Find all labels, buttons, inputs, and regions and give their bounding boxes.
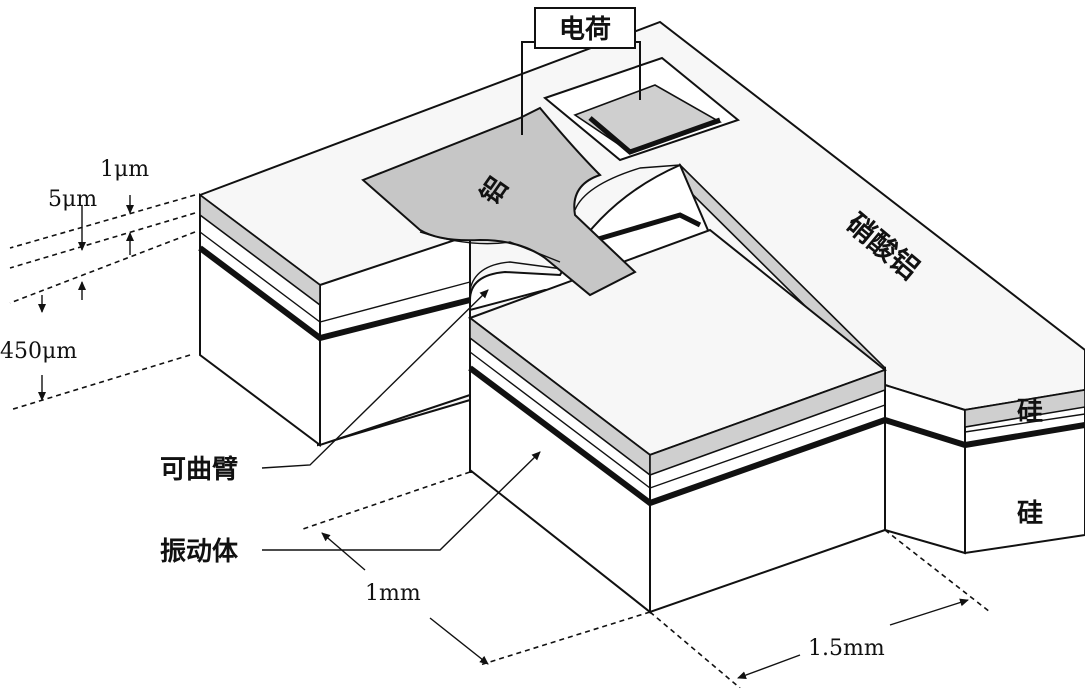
dim-450um: 450μm xyxy=(0,339,77,364)
aluminum-electrode xyxy=(361,106,637,297)
thickness-dimensions xyxy=(9,194,196,411)
dim-1um: 1μm xyxy=(100,157,149,182)
length-dimensions xyxy=(299,471,991,689)
silicon-bands xyxy=(198,231,1085,448)
charge-box xyxy=(521,7,641,135)
vibrator-label: 振动体 xyxy=(160,537,239,567)
charge-label: 电荷 xyxy=(559,15,611,45)
dim-1mm: 1mm xyxy=(365,581,421,606)
silicon-upper-label: 硅 xyxy=(1017,397,1043,427)
dim-5um: 5μm xyxy=(48,187,97,212)
pad-opening xyxy=(542,56,741,162)
dim-1-5mm: 1.5mm xyxy=(808,636,885,661)
flexible-arm-label: 可曲臂 xyxy=(160,455,238,485)
silicon-lower-label: 硅 xyxy=(1017,499,1043,529)
leader-lines xyxy=(261,289,541,551)
